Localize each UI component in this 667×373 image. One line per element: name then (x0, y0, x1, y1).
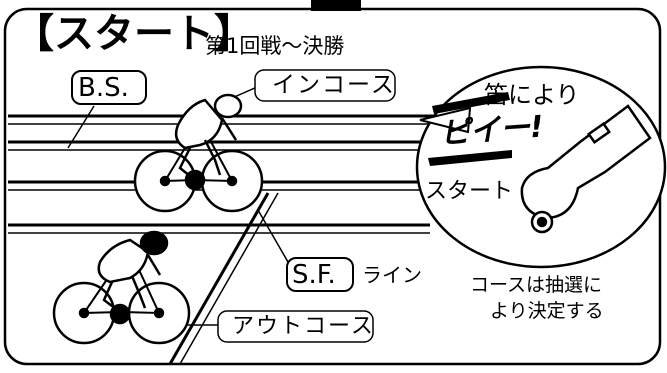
cyclist-icon (52, 230, 191, 345)
page-subtitle: 第1回戦〜決勝 (205, 34, 345, 58)
cyclist-icon (133, 93, 264, 213)
whistle-bubble (415, 65, 667, 269)
out-course-label: アウトコース (232, 314, 375, 339)
bs-label-box (71, 70, 147, 105)
note-line-2: より決定する (490, 300, 604, 322)
bs-label: B.S. (78, 73, 129, 103)
whistle-caption: 笛により (484, 81, 580, 109)
sf-line-suffix: ライン (362, 263, 422, 287)
whistle-sound: ピイー! (438, 109, 545, 152)
sf-line (168, 192, 279, 365)
out-course-label-box (217, 310, 374, 343)
in-course-label: インコース (272, 72, 396, 98)
whistle-icon (520, 104, 652, 234)
top-tab (311, 0, 361, 11)
whistle-start: スタート (425, 179, 514, 204)
note-line-1: コースは抽選に (470, 274, 603, 296)
sf-label-box (286, 257, 354, 292)
page-title: 【スタート】 (14, 11, 254, 57)
in-course-label-box (254, 69, 396, 102)
sf-label: S.F. (292, 260, 336, 290)
